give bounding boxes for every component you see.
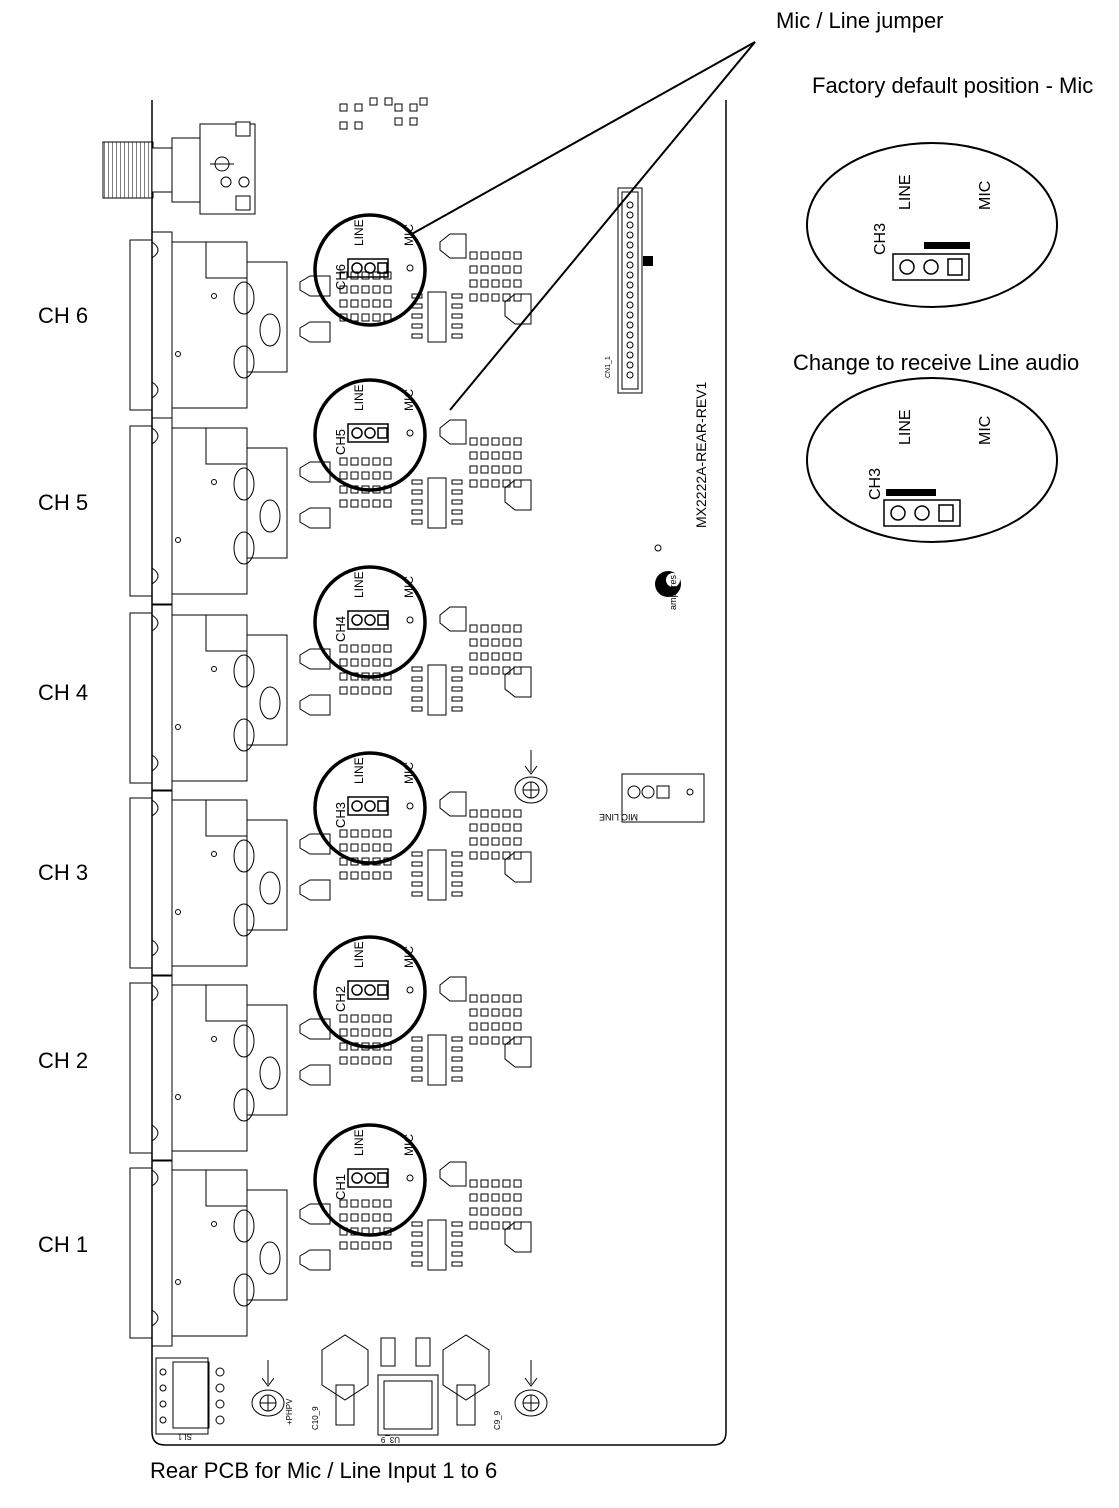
ground-symbol-ch3	[514, 750, 548, 804]
channel-mic-label: MIC	[402, 762, 416, 784]
jumper-highlight-circle	[313, 565, 427, 679]
bottom-label-sl1: SL1	[177, 1432, 192, 1441]
channel-silk-label: CH2	[333, 986, 348, 1012]
channel-silk-label: CH5	[333, 429, 348, 455]
top-connector	[102, 121, 256, 215]
default-jumper-cap	[924, 242, 970, 249]
line-position-diagram: LINE MIC CH3	[806, 377, 1058, 543]
bottom-label-c10: C10_9	[311, 1406, 320, 1430]
jumper-highlight-circle	[313, 378, 427, 492]
channel-mic-label: MIC	[402, 224, 416, 246]
default-position-title: Factory default position - Mic	[812, 73, 1094, 98]
channel-mic-label: MIC	[402, 1134, 416, 1156]
line-ch3-label: CH3	[867, 468, 884, 500]
default-line-label: LINE	[897, 174, 914, 210]
bottom-label-c9: C9_9	[493, 1410, 502, 1430]
line-mic-label: MIC	[977, 416, 994, 445]
bottom-components	[155, 1334, 548, 1436]
line-line-label: LINE	[897, 409, 914, 445]
change-position-title: Change to receive Line audio	[793, 350, 1080, 375]
channel-label-2: CH 2	[38, 1048, 89, 1073]
channel-line-label: LINE	[352, 1129, 366, 1156]
channel-label-1: CH 1	[38, 1232, 89, 1257]
channel-silk-label: CH3	[333, 802, 348, 828]
jumper-highlight-circle	[313, 213, 427, 327]
bottom-label-phpv: +PHPV	[285, 1398, 294, 1425]
side-jumper: MIC LINE	[599, 773, 705, 823]
channel-silk-label: CH4	[333, 616, 348, 642]
default-position-diagram: LINE MIC CH3	[806, 142, 1058, 308]
ribbon-connector: CN1_1	[605, 187, 653, 394]
side-jumper-label: MIC LINE	[599, 812, 638, 822]
channel-line-label: LINE	[352, 941, 366, 968]
diagram-caption: Rear PCB for Mic / Line Input 1 to 6	[150, 1458, 498, 1483]
bottom-label-u3: U3_9	[380, 1435, 400, 1444]
bottom-labels: +PHPV SL1 U3_9 C10_9 C9_9	[177, 1398, 502, 1444]
callout-leaders	[409, 41, 756, 411]
connector-label: CN1_1	[605, 356, 612, 378]
board-model-label: MX2222A-REAR-REV1	[693, 382, 709, 528]
default-ch3-label: CH3	[872, 223, 889, 255]
channel-line-label: LINE	[352, 219, 366, 246]
callout-title: Mic / Line jumper	[776, 8, 944, 33]
channel-label-5: CH 5	[38, 490, 89, 515]
jumper-highlight-circle	[313, 935, 427, 1049]
line-jumper-cap	[886, 489, 936, 496]
channel-mic-label: MIC	[402, 576, 416, 598]
channel-line-label: LINE	[352, 757, 366, 784]
top-parts	[339, 97, 428, 130]
board-outline	[151, 100, 727, 1446]
jumper-highlight-circle	[313, 1123, 427, 1237]
channel-line-label: LINE	[352, 571, 366, 598]
channel-label-6: CH 6	[38, 303, 89, 328]
channel-mic-label: MIC	[402, 389, 416, 411]
channel-label-3: CH 3	[38, 860, 89, 885]
jumper-highlight-circle	[313, 751, 427, 865]
default-mic-label: MIC	[977, 181, 994, 210]
channel-silk-label: CH1	[333, 1174, 348, 1200]
channel-row: CH1 LINE MIC	[129, 1123, 532, 1347]
channel-silk-label: CH6	[333, 264, 348, 290]
brand-label: amperes	[668, 574, 678, 610]
channel-mic-label: MIC	[402, 946, 416, 968]
brand-logo: amperes	[654, 544, 681, 610]
channel-label-4: CH 4	[38, 680, 89, 705]
channel-line-label: LINE	[352, 384, 366, 411]
